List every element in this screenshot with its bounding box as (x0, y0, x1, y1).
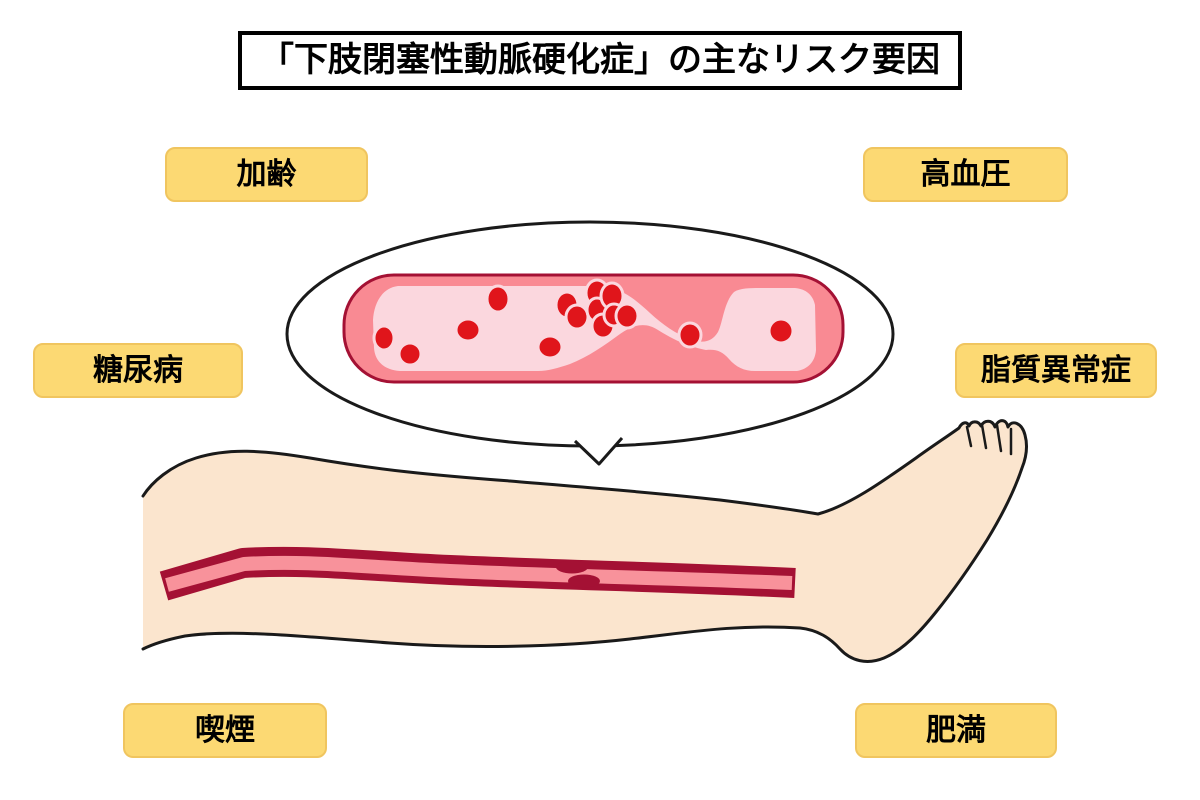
artery-cross-section (342, 273, 845, 384)
page-title: 「下肢閉塞性動脈硬化症」の主なリスク要因 (238, 31, 962, 90)
risk-label-obesity: 肥満 (855, 703, 1057, 758)
risk-label-aging: 加齢 (165, 147, 368, 202)
stenosis-plaque-bottom (568, 574, 600, 588)
blood-cell (564, 303, 590, 331)
blood-cell (767, 317, 795, 345)
stenosis-plaque-top (556, 560, 588, 574)
toe-crease-2 (980, 423, 988, 450)
risk-label-diabetes: 糖尿病 (33, 343, 243, 398)
risk-label-dyslipidemia: 脂質異常症 (955, 343, 1157, 398)
risk-label-aging-text: 加齢 (236, 156, 297, 192)
blood-cell (614, 302, 640, 330)
blood-cell (677, 321, 703, 349)
magnifier-bubble (285, 220, 895, 466)
leg-artery-lumen (165, 555, 793, 592)
blood-cell (536, 334, 564, 360)
blood-cell (372, 324, 396, 352)
toe-crease-3 (995, 423, 1003, 453)
risk-label-hypertension: 高血圧 (863, 147, 1068, 202)
risk-label-diabetes-text: 糖尿病 (93, 352, 183, 388)
blood-cell (454, 317, 482, 343)
bubble-tail (573, 437, 624, 466)
blood-cells (372, 278, 795, 367)
blood-cell (485, 284, 511, 314)
toe-crease-1 (965, 425, 973, 448)
risk-label-smoking: 喫煙 (123, 703, 327, 758)
leg-shape (141, 419, 1028, 663)
blood-cell (397, 341, 423, 367)
risk-label-smoking-text: 喫煙 (195, 712, 255, 748)
leg-illustration (141, 419, 1028, 663)
risk-label-dyslipidemia-text: 脂質異常症 (981, 352, 1131, 388)
risk-label-obesity-text: 肥満 (926, 712, 986, 748)
risk-label-hypertension-text: 高血圧 (920, 156, 1011, 192)
